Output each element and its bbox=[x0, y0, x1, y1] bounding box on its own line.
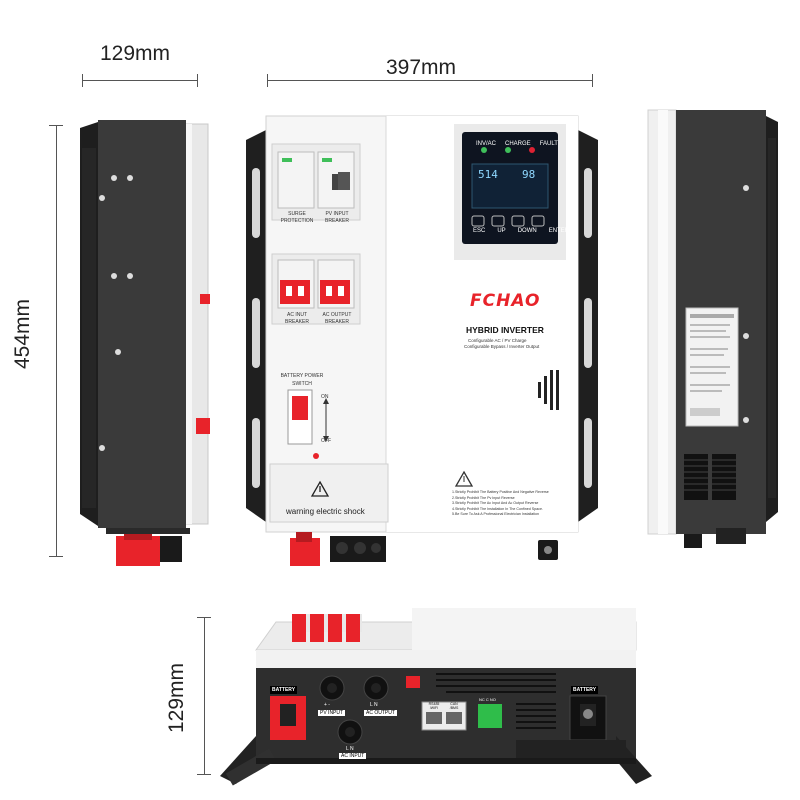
esc-button[interactable]: ESC bbox=[473, 228, 486, 234]
relay-label: NC C NO bbox=[479, 697, 496, 702]
side-width-label: 129mm bbox=[100, 42, 171, 65]
battery-switch-on[interactable]: ON bbox=[321, 394, 329, 400]
up-button[interactable]: UP bbox=[497, 228, 506, 234]
down-button[interactable]: DOWN bbox=[517, 228, 537, 234]
height-label: 454mm bbox=[11, 298, 35, 370]
warning-3: 3.Strictly Prohibit The Ac Input And Ac … bbox=[452, 501, 539, 505]
product-subtitle-1: Configurable AC / PV Charge bbox=[468, 338, 527, 343]
pv-polarity-label: + - bbox=[324, 702, 330, 708]
bottom-view bbox=[220, 608, 652, 786]
bottom-depth-line bbox=[204, 617, 205, 775]
ac-output-label: AC OUTPUT bbox=[364, 710, 397, 716]
lcd-button-labels: ESC UP DOWN ENTER bbox=[473, 228, 569, 234]
port-rs485-label: RS485 /WIFI bbox=[428, 702, 440, 710]
lcd-right-readout: 98 bbox=[522, 168, 536, 181]
bottom-depth-tick-top bbox=[197, 617, 211, 618]
pv-input-label: PV INPUT bbox=[318, 710, 346, 716]
pv-input-breaker-label: PV INPUT BREAKER bbox=[325, 211, 349, 224]
warning-2: 2.Strictly Prohibit The Pv Input Reverse bbox=[452, 495, 515, 500]
side-width-tick-left bbox=[82, 74, 83, 87]
indicator-row: INV/AC CHARGE FAULT bbox=[476, 141, 558, 147]
front-width-label: 397mm bbox=[386, 56, 457, 79]
bottom-depth-label: 129mm bbox=[165, 662, 189, 734]
warning-5: 5.Be Sure To Ask A Professional Electric… bbox=[452, 512, 540, 516]
side-width-line bbox=[82, 80, 198, 81]
ac-input-label: AC INPUT bbox=[339, 753, 367, 759]
battery-switch-off[interactable]: OFF bbox=[321, 438, 331, 444]
warning-4: 4.Strictly Prohibit The Installation In … bbox=[452, 506, 543, 511]
brand-logo: FCHAO bbox=[470, 291, 541, 311]
enter-button[interactable]: ENTER bbox=[548, 228, 570, 234]
warning-1: 1.Strictly Prohibit The Battery Positive… bbox=[452, 490, 549, 494]
warning-list: 1.Strictly Prohibit The Battery Positive… bbox=[452, 490, 549, 518]
height-tick-bottom bbox=[49, 556, 63, 557]
lcd-left-readout: 514 bbox=[478, 168, 498, 181]
indicator-charge: CHARGE bbox=[505, 141, 531, 147]
height-line bbox=[56, 125, 57, 557]
indicator-fault: FAULT bbox=[539, 141, 558, 147]
front-width-line bbox=[267, 80, 593, 81]
side-width-tick-right bbox=[197, 74, 198, 87]
ac-out-pins-label: L N bbox=[370, 702, 378, 708]
bottom-depth-tick-bottom bbox=[197, 774, 211, 775]
port-can-label: CAN /BMS bbox=[449, 702, 459, 710]
front-width-tick-right bbox=[592, 74, 593, 87]
product-name: HYBRID INVERTER bbox=[466, 325, 544, 335]
product-subtitle-2: Configurable Bypass / Inverter Output bbox=[464, 344, 540, 349]
warning-shock-label: warning electric shock bbox=[286, 507, 365, 516]
battery-right-label: BATTERY bbox=[571, 686, 599, 694]
front-width-tick-left bbox=[267, 74, 268, 87]
battery-switch-label: BATTERY POWER SWITCH bbox=[280, 373, 324, 387]
indicator-inv-ac: INV/AC bbox=[476, 141, 497, 147]
right-side-view bbox=[647, 109, 778, 548]
ac-output-breaker-label: AC OUTPUT BREAKER bbox=[322, 312, 352, 325]
left-side-view bbox=[80, 120, 210, 566]
surge-protection-label: SURGE PROTECTION bbox=[280, 211, 314, 224]
front-view-frame bbox=[246, 115, 598, 566]
height-tick-top bbox=[49, 125, 63, 126]
ac-input-breaker-label: AC INUT BREAKER bbox=[285, 312, 309, 325]
ac-in-pins-label: L N bbox=[346, 746, 354, 752]
battery-left-label: BATTERY bbox=[270, 686, 298, 694]
